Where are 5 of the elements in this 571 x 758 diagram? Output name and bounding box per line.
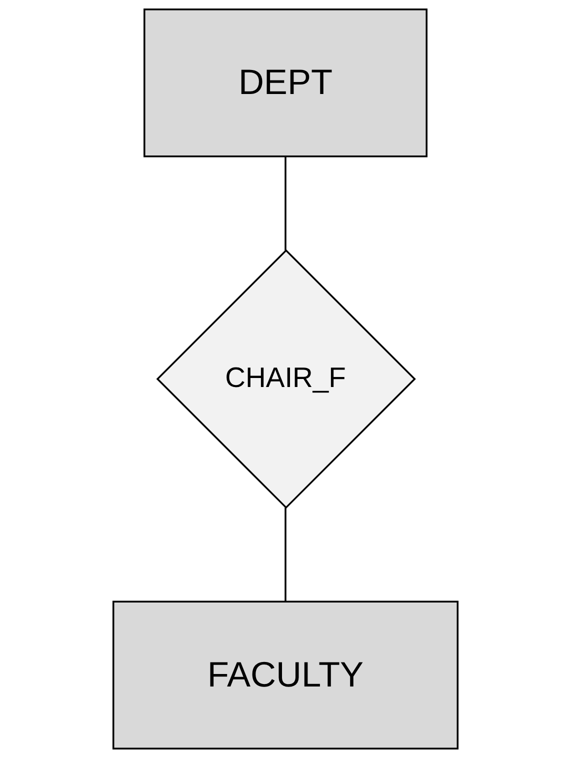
node-diamond: CHAIR_F bbox=[156, 249, 416, 509]
node-box: DEPT bbox=[144, 8, 428, 158]
node-box: FACULTY bbox=[112, 600, 459, 750]
connector bbox=[284, 156, 286, 250]
connector bbox=[284, 508, 286, 602]
